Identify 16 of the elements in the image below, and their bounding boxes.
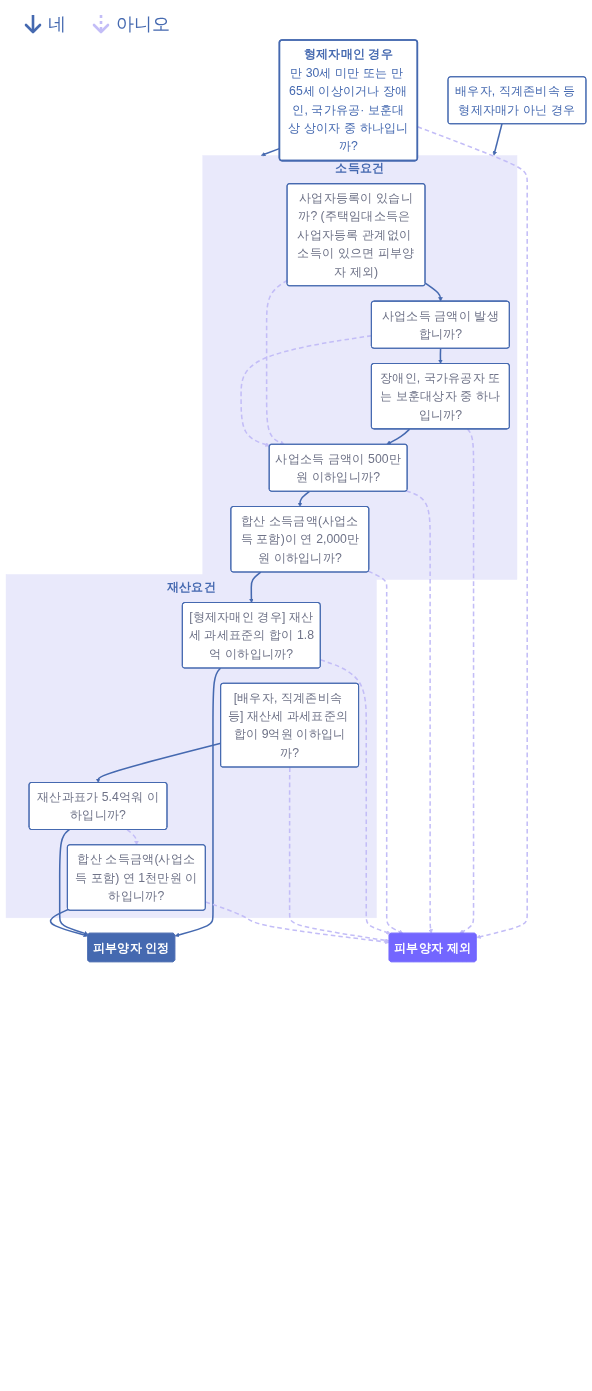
- arrow: [174, 667, 222, 938]
- arrow: [297, 490, 311, 507]
- legend-label: 네: [48, 13, 66, 36]
- arrow: [126, 828, 139, 846]
- arrow: [288, 766, 390, 943]
- arrow: [386, 428, 411, 445]
- arrow: [58, 828, 89, 936]
- arrow: [367, 570, 404, 934]
- arrow: [424, 282, 443, 302]
- arrow: [459, 428, 475, 934]
- arrow: [438, 347, 443, 364]
- legend-label: 아니오: [116, 13, 170, 36]
- arrow: [492, 123, 503, 156]
- arrow: [405, 490, 433, 934]
- arrow: [249, 571, 262, 604]
- arrow: [49, 908, 89, 938]
